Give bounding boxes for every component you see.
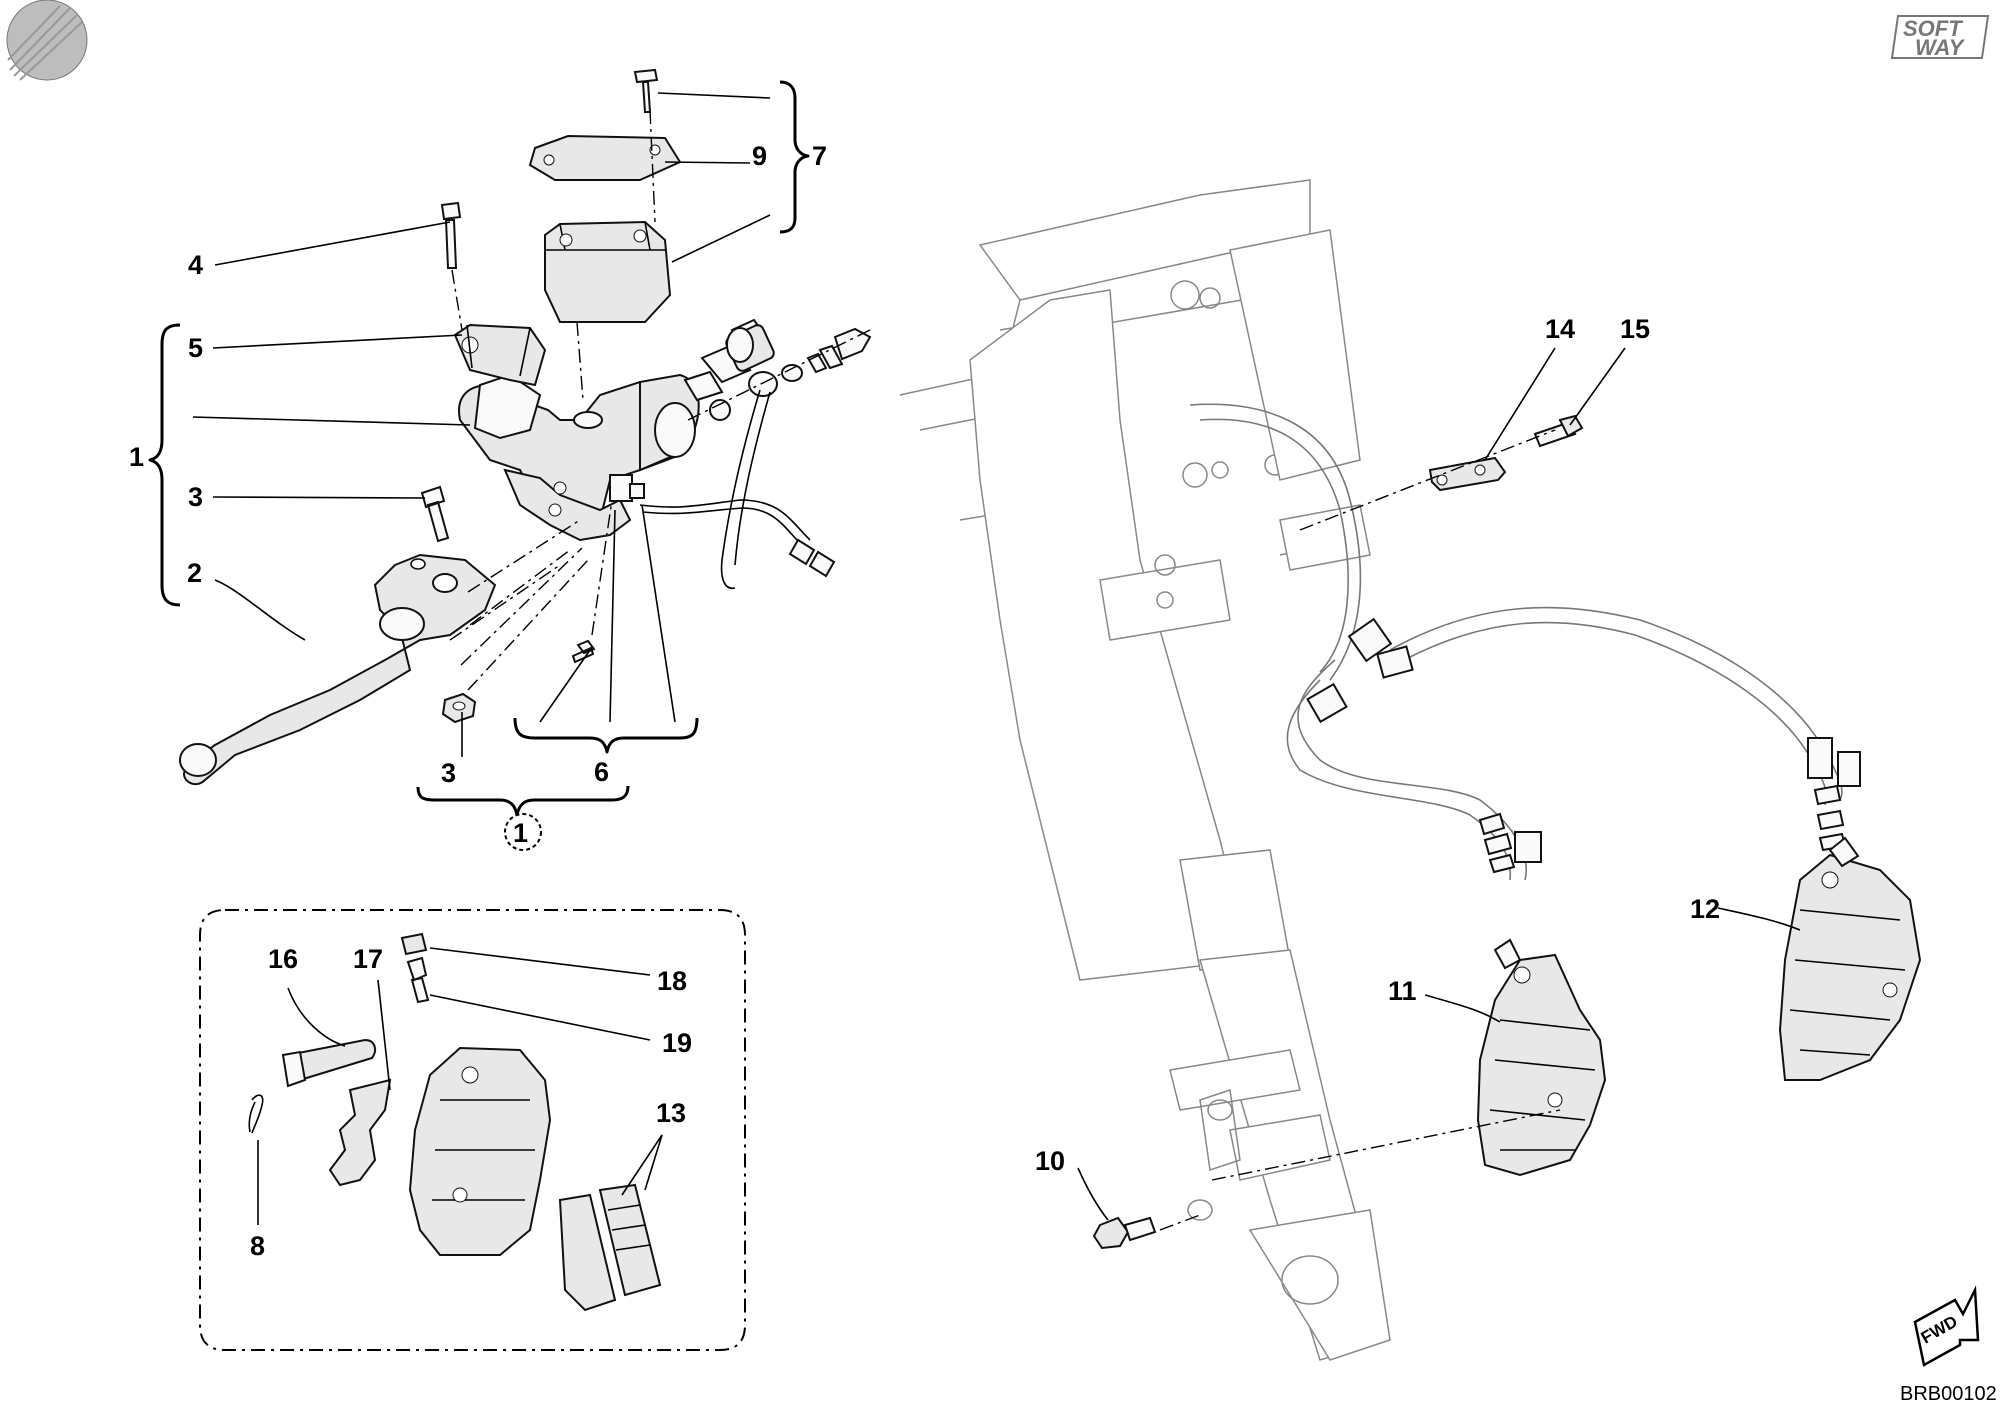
callout-11: 11: [1388, 976, 1417, 1006]
bracket-part-6: [513, 717, 699, 754]
callout-7: 7: [812, 141, 827, 171]
bracket-assembly-1: [148, 323, 181, 607]
caliper-axis: [1211, 1109, 1561, 1181]
fwd-arrow-icon: FWD: [1913, 1285, 1980, 1367]
brake-hoses: [1189, 403, 1861, 881]
drawing-code: BRB00102: [1900, 1383, 1997, 1405]
bolt-15: [1533, 414, 1584, 448]
master-cylinder-assembly: [179, 68, 872, 786]
callout-kit-1: 1: [513, 818, 528, 848]
callout-17: 17: [353, 944, 383, 974]
callout-18: 18: [657, 966, 687, 996]
callout-19: 19: [662, 1028, 692, 1058]
corner-badge-icon: [6, 0, 88, 81]
caliper-12: [1778, 836, 1922, 1081]
bolt10-axis: [1159, 1214, 1201, 1231]
clip-axis: [1299, 429, 1556, 531]
callout-1: 1: [129, 442, 144, 472]
logo-way-text: WAY: [1915, 35, 1966, 60]
logo-soft-text: SOFT: [1903, 16, 1963, 41]
callout-3a: 3: [188, 482, 203, 512]
callout-4: 4: [188, 250, 203, 280]
callout-6: 6: [594, 757, 609, 787]
callout-5: 5: [188, 333, 203, 363]
callout-8: 8: [250, 1231, 265, 1261]
callout-16: 16: [268, 944, 298, 974]
callout-10: 10: [1035, 1146, 1065, 1176]
callout-14: 14: [1545, 314, 1575, 344]
callout-12: 12: [1690, 894, 1720, 924]
callout-2: 2: [187, 558, 202, 588]
callout-9: 9: [752, 141, 767, 171]
callout-3b: 3: [441, 758, 456, 788]
callout-labels: 1 2 3 3 4 5 6 7 8 9 10 11 12 13 14 15 16…: [129, 141, 1720, 1261]
bracket-part-7: [779, 80, 810, 234]
hose-clip-14: [1428, 456, 1507, 492]
fork-frame-outline: [899, 179, 1391, 1361]
kit-circle: [504, 813, 542, 851]
caliper-11: [1476, 938, 1607, 1177]
bolt-10: [1092, 1216, 1157, 1250]
softway-logo: SOFT WAY: [1890, 15, 1990, 60]
bracket-kit-1: [416, 785, 630, 817]
callout-15: 15: [1620, 314, 1650, 344]
leader-lines: [192, 92, 1801, 1225]
detail-box: [199, 909, 746, 1351]
callout-13: 13: [656, 1098, 686, 1128]
